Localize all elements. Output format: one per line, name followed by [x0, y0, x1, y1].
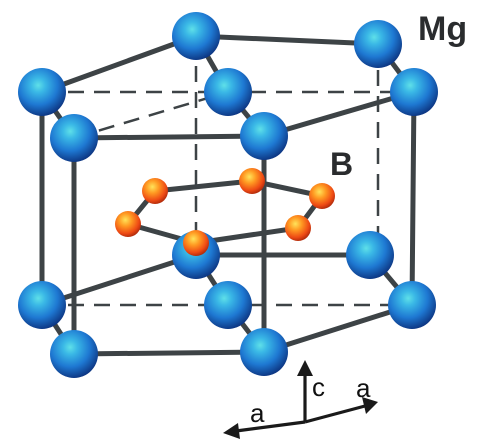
b-atom: [309, 183, 335, 209]
mg-atom: [172, 12, 220, 60]
boron-atoms: [115, 168, 335, 256]
a1-axis-label: a: [250, 398, 265, 428]
b-atom: [183, 230, 209, 256]
axis-indicator: c a a: [223, 360, 378, 439]
b-atom: [142, 178, 168, 204]
mg-atom: [204, 281, 252, 329]
mg-atom: [18, 68, 66, 116]
mg-atom: [50, 114, 98, 162]
magnesium-atoms: [18, 12, 438, 378]
c-axis-arrowhead: [297, 360, 313, 376]
b-label: B: [330, 146, 353, 182]
b-atom: [239, 168, 265, 194]
mg-atom: [354, 20, 402, 68]
mg-atom: [240, 328, 288, 376]
mg-atom: [50, 330, 98, 378]
a1-axis-arrowhead: [223, 423, 240, 439]
mg-label: Mg: [418, 10, 467, 48]
mg-atom: [18, 281, 66, 329]
mg-atom: [390, 68, 438, 116]
a2-axis-label: a: [356, 373, 371, 403]
mg-atom: [240, 112, 288, 160]
mg-atom: [346, 231, 394, 279]
c-axis-label: c: [312, 372, 325, 402]
b-atom: [115, 211, 141, 237]
solid-edges: [39, 33, 417, 357]
mg-atom: [388, 281, 436, 329]
mg-atom: [204, 68, 252, 116]
b-atom: [285, 215, 311, 241]
a2-axis-arrowhead: [362, 397, 378, 414]
